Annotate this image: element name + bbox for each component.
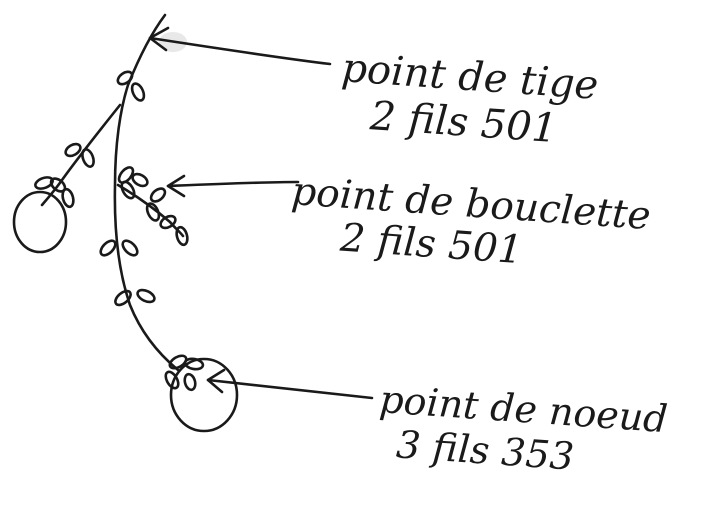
leaf-loops [34, 70, 205, 392]
annotation-stem-stitch: point de tige 2 fils 501 [337, 45, 600, 152]
right-knot-circle [169, 357, 239, 433]
main-stem-line [113, 13, 180, 372]
side-branch-line [40, 103, 122, 207]
annotation-knot-stitch: point de noeud 3 fils 353 [375, 377, 669, 482]
arrow-stem [148, 26, 332, 66]
left-knot-circle [12, 190, 68, 254]
arrow-loop [166, 174, 300, 198]
arrow-knot [206, 368, 374, 400]
